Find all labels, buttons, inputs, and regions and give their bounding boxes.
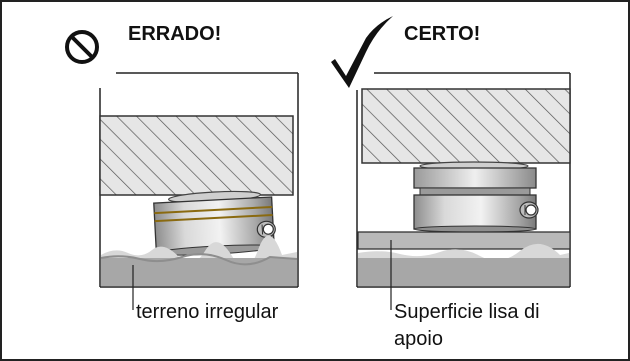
connector-icon: [519, 201, 539, 219]
connector-icon: [256, 220, 276, 238]
hatched-beam-right: [361, 88, 571, 164]
right-caption-line1: Superficie lisa di: [394, 301, 540, 323]
wrong-caption: terreno irregular: [136, 301, 279, 323]
checkmark-icon: [331, 16, 393, 88]
smooth-support-plate: [357, 231, 571, 250]
load-cell-upright: [413, 161, 539, 233]
wrong-heading: ERRADO!: [128, 23, 221, 45]
right-panel: CERTO! Superficie lisa di: [331, 16, 571, 350]
prohibited-icon: [65, 30, 99, 64]
right-caption-line2: apoio: [394, 328, 443, 350]
right-heading: CERTO!: [404, 23, 480, 45]
wrong-panel: ERRADO! terreno irregular: [65, 23, 299, 323]
irregular-ground: [101, 258, 297, 286]
hatched-beam: [99, 115, 294, 196]
ground-right: [358, 258, 569, 286]
